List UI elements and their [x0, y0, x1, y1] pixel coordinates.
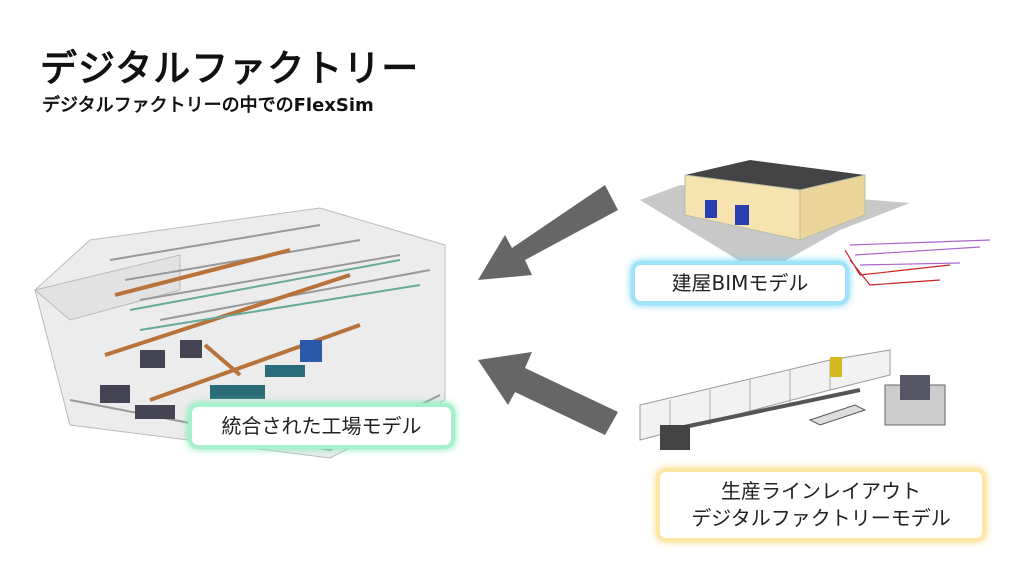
integrated-factory-label: 統合された工場モデル: [188, 403, 455, 449]
slide-title: デジタルファクトリー: [40, 47, 420, 90]
production-line-label: 生産ラインレイアウト デジタルファクトリーモデル: [656, 468, 986, 542]
slide-subtitle: デジタルファクトリーの中でのFlexSim: [42, 95, 374, 116]
integrated-factory-image: [33, 207, 446, 459]
integrated-factory-label-text: 統合された工場モデル: [221, 413, 422, 438]
production-line-image: [639, 349, 946, 450]
production-line-label-line2: デジタルファクトリーモデル: [691, 506, 951, 530]
bim-model-label: 建屋BIMモデル: [631, 261, 849, 305]
arrow-from-line-icon: [478, 352, 618, 435]
arrow-from-bim-icon: [478, 185, 618, 280]
production-line-label-line1: 生産ラインレイアウト: [720, 479, 921, 503]
bim-model-label-text: 建屋BIMモデル: [671, 270, 809, 295]
bim-building-image: [640, 160, 991, 286]
